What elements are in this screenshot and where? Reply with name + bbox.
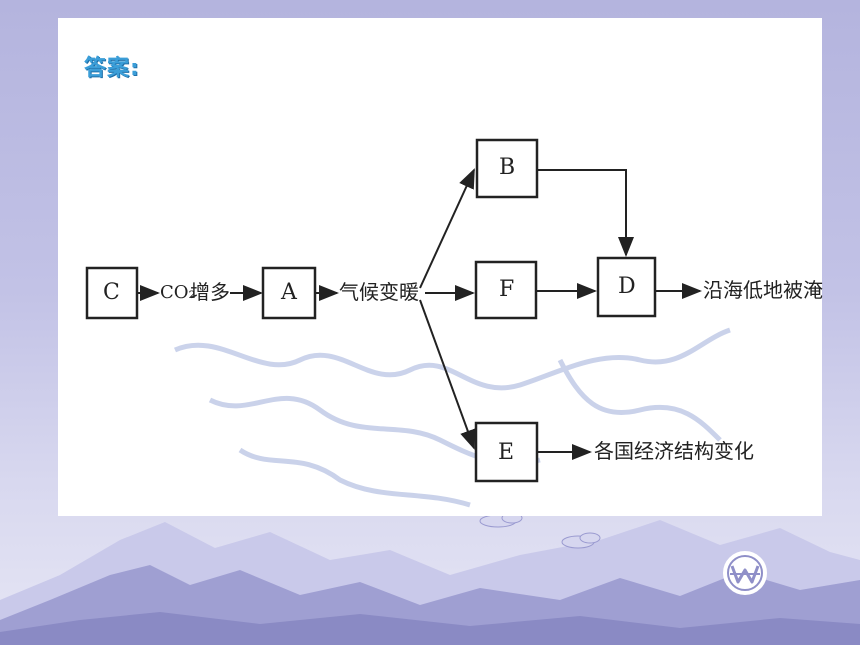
node-e-box (474, 421, 539, 483)
warming-label: 气候变暖 (339, 280, 419, 304)
cloud-icon (561, 532, 601, 549)
node-f-box (474, 260, 538, 320)
node-b-box (475, 138, 539, 199)
increase-label: 增多 (190, 280, 230, 304)
node-a-label: A (281, 280, 297, 305)
decorative-pattern (173, 327, 731, 508)
answer-heading: 答案: (84, 56, 140, 81)
node-a-box (261, 266, 317, 320)
node-f-label: F (499, 277, 515, 302)
co2-label: CO₂ (160, 282, 196, 303)
node-d-box (596, 256, 657, 318)
node-e-label: E (498, 440, 515, 465)
node-c-box (85, 266, 139, 320)
arrow-b-to-d (538, 169, 634, 257)
node-d-label: D (618, 274, 636, 299)
node-c-label: C (103, 280, 120, 305)
content-panel (58, 18, 822, 516)
arrow-warming-to-e (419, 299, 476, 450)
mountain-shadow (0, 612, 860, 645)
economy-label: 各国经济结构变化 (594, 439, 754, 463)
emblem-icon (723, 551, 767, 595)
node-b-label: B (499, 155, 516, 180)
arrow-warming-to-b (419, 168, 475, 289)
flooded-label: 沿海低地被淹 (703, 278, 823, 302)
